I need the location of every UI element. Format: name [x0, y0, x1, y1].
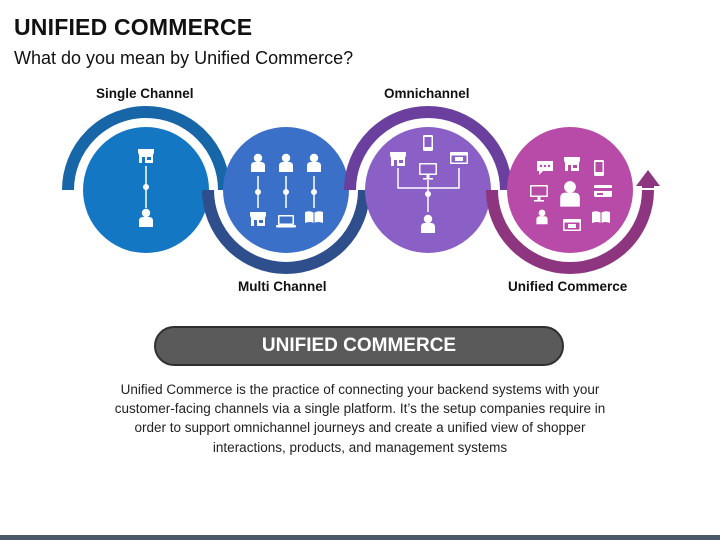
unified-commerce-banner: UNIFIED COMMERCE	[154, 326, 564, 366]
stage-label-omnichannel: Omnichannel	[384, 86, 470, 101]
footer-bar	[0, 535, 720, 540]
page-title: UNIFIED COMMERCE	[14, 14, 253, 40]
stage-label-single-channel: Single Channel	[96, 86, 194, 101]
arrow-up-icon	[636, 170, 660, 186]
description-text: Unified Commerce is the practice of conn…	[114, 382, 606, 455]
stage-unified-commerce	[486, 127, 660, 274]
mobile-icon	[423, 135, 433, 151]
browser-icon	[450, 152, 468, 164]
stage-label-unified-commerce: Unified Commerce	[508, 279, 628, 294]
unified-commerce-ring	[486, 189, 654, 274]
store-icon	[138, 149, 154, 163]
single-channel-ring	[62, 106, 230, 191]
store-icon	[390, 152, 406, 166]
page-subtitle: What do you mean by Unified Commerce?	[14, 48, 354, 68]
stage-omnichannel	[344, 106, 512, 253]
stage-single-channel	[62, 106, 230, 253]
stage-multi-channel	[202, 127, 370, 274]
multi-channel-ring	[202, 189, 370, 274]
laptop-icon	[276, 215, 296, 228]
browser-icon	[563, 219, 581, 231]
store-icon	[250, 212, 266, 226]
card-icon	[594, 185, 612, 197]
mobile-icon	[594, 160, 604, 176]
store-icon	[564, 157, 580, 171]
stage-label-multi-channel: Multi Channel	[238, 279, 327, 294]
omnichannel-ring	[344, 106, 512, 191]
